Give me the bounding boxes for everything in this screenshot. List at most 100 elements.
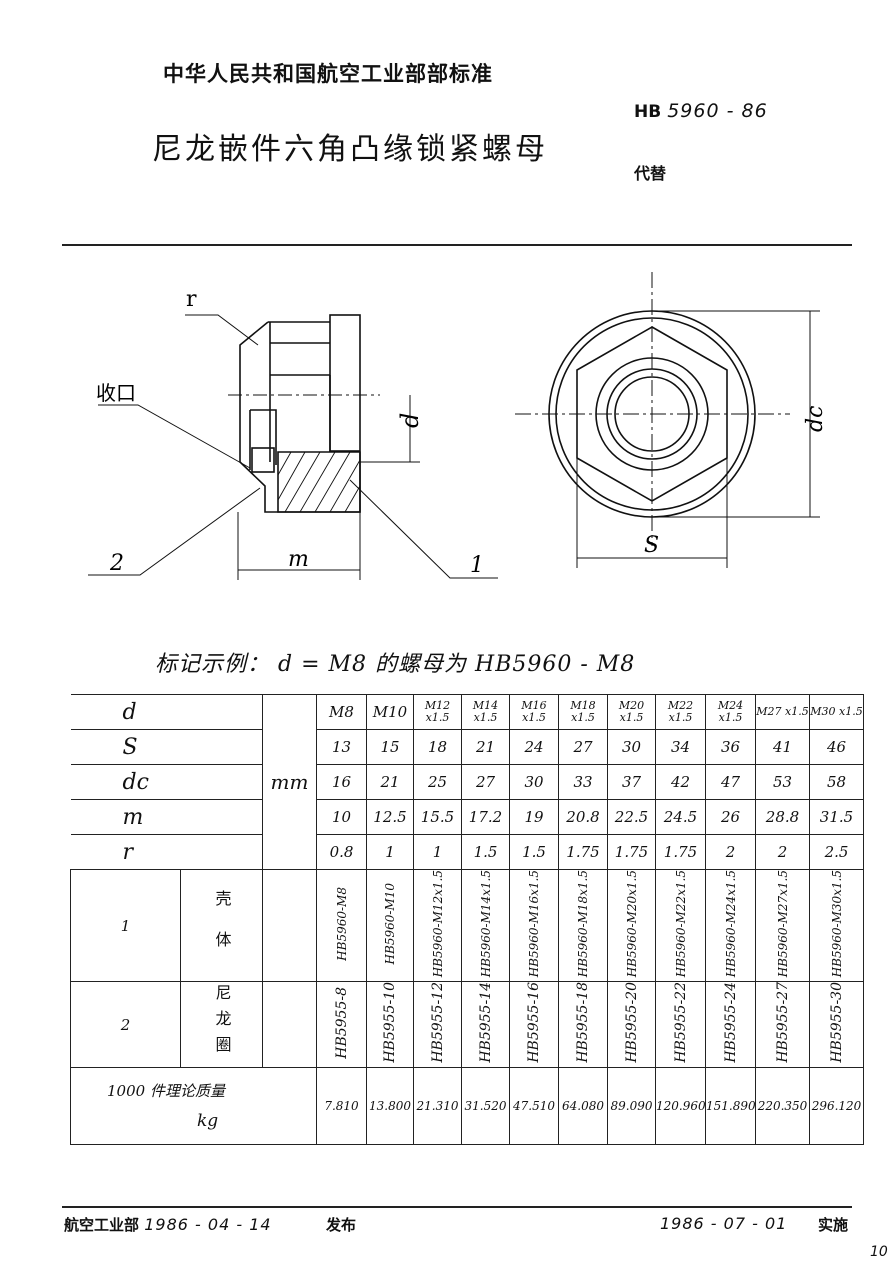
cell-4-3: 1.5	[461, 834, 510, 870]
issue-date: 1986 - 04 - 14	[144, 1215, 272, 1234]
cell-4-8: 2	[705, 834, 756, 870]
part2-cell-1: HB5955-10	[366, 981, 414, 1068]
part1-cell-2: HB5960-M12x1.5	[413, 868, 462, 983]
cell-2-10: 58	[809, 764, 864, 800]
cell-3-7: 24.5	[655, 799, 706, 835]
page-number: 10	[870, 1244, 888, 1260]
footer-issue-word: 发布	[326, 1216, 357, 1234]
cell-0-2: M12 x1.5	[413, 694, 462, 730]
part2-name: 尼龙圈	[212, 983, 232, 1062]
issuing-organization: 中华人民共和国航空工业部部标准	[163, 62, 493, 86]
label-shoukou: 收口	[96, 381, 136, 405]
part2-value-0: HB5955-8	[333, 986, 350, 1059]
cell-3-6: 22.5	[607, 799, 656, 835]
cell-3-4: 19	[509, 799, 559, 835]
mass-cell-6: 89.090	[607, 1066, 656, 1145]
mass-cell-7: 120.960	[655, 1066, 706, 1145]
issuer-name: 航空工业部	[64, 1216, 140, 1234]
mass-cell-3: 31.520	[461, 1066, 510, 1145]
cell-3-8: 26	[705, 799, 756, 835]
row-label-2: dc	[70, 764, 263, 800]
part1-cell-0: HB5960-M8	[316, 868, 367, 983]
row-label-4: r	[70, 834, 263, 870]
label-part-2: 2	[109, 551, 124, 576]
cell-0-3: M14 x1.5	[461, 694, 510, 730]
cell-3-9: 28.8	[755, 799, 810, 835]
part1-value-9: HB5960-M27x1.5	[775, 870, 790, 978]
cell-2-5: 33	[558, 764, 608, 800]
replaces-label: 代替	[634, 164, 667, 183]
cell-0-8: M24 x1.5	[705, 694, 756, 730]
cell-4-1: 1	[366, 834, 414, 870]
cell-2-6: 37	[607, 764, 656, 800]
cell-3-1: 12.5	[366, 799, 414, 835]
part2-number: 2	[70, 981, 181, 1068]
cell-1-1: 15	[366, 729, 414, 765]
part2-unit-blank	[262, 981, 317, 1068]
marking-example: 标记示例： d = M8 的螺母为 HB5960 - M8	[155, 652, 636, 677]
cell-0-4: M16 x1.5	[509, 694, 559, 730]
part2-value-6: HB5955-20	[623, 982, 640, 1063]
part2-cell-9: HB5955-27	[755, 981, 810, 1068]
part1-value-4: HB5960-M16x1.5	[527, 870, 541, 978]
part2-value-5: HB5955-18	[575, 982, 591, 1063]
cell-2-9: 53	[755, 764, 810, 800]
part1-cell-1: HB5960-M10	[366, 868, 414, 983]
part2-value-4: HB5955-16	[526, 982, 542, 1063]
row-label-3: m	[70, 799, 263, 835]
header-rule	[62, 244, 852, 246]
footer-rule	[62, 1206, 852, 1208]
cell-0-0: M8	[316, 694, 367, 730]
part2-value-9: HB5955-27	[774, 982, 791, 1063]
part1-cell-8: HB5960-M24x1.5	[705, 868, 756, 983]
mass-cell-9: 220.350	[755, 1066, 810, 1145]
mass-cell-5: 64.080	[558, 1066, 608, 1145]
mass-cell-8: 151.890	[705, 1066, 756, 1145]
cell-0-9: M27 x1.5	[755, 694, 810, 730]
cell-4-2: 1	[413, 834, 462, 870]
cell-3-3: 17.2	[461, 799, 510, 835]
cell-3-2: 15.5	[413, 799, 462, 835]
part1-value-2: HB5960-M12x1.5	[430, 870, 445, 978]
label-d: d	[396, 413, 424, 428]
footer-impl-word: 实施	[818, 1216, 849, 1234]
cell-4-0: 0.8	[316, 834, 367, 870]
part1-number: 1	[70, 868, 181, 983]
mass-cell-2: 21.310	[413, 1066, 462, 1145]
cell-4-6: 1.75	[607, 834, 656, 870]
cell-1-6: 30	[607, 729, 656, 765]
cell-1-9: 41	[755, 729, 810, 765]
label-m: m	[288, 547, 309, 572]
standard-code: 5960 - 86	[667, 100, 768, 122]
part2-cell-2: HB5955-12	[413, 981, 462, 1068]
cell-2-7: 42	[655, 764, 706, 800]
part2-name-cell: 尼龙圈	[180, 981, 263, 1068]
cell-1-4: 24	[509, 729, 559, 765]
part1-cell-5: HB5960-M18x1.5	[558, 868, 608, 983]
part1-cell-10: HB5960-M30x1.5	[809, 868, 864, 983]
cell-0-10: M30 x1.5	[809, 694, 864, 730]
part1-cell-4: HB5960-M16x1.5	[509, 868, 559, 983]
part1-value-10: HB5960-M30x1.5	[829, 870, 844, 978]
cell-3-5: 20.8	[558, 799, 608, 835]
part1-value-3: HB5960-M14x1.5	[478, 870, 493, 978]
part1-value-1: HB5960-M10	[383, 882, 397, 965]
part2-value-3: HB5955-14	[477, 982, 494, 1063]
part2-cell-5: HB5955-18	[558, 981, 608, 1068]
cell-1-3: 21	[461, 729, 510, 765]
cell-1-8: 36	[705, 729, 756, 765]
cell-0-5: M18 x1.5	[558, 694, 608, 730]
cell-1-0: 13	[316, 729, 367, 765]
part2-value-10: HB5955-30	[828, 982, 845, 1063]
cell-2-3: 27	[461, 764, 510, 800]
cell-4-5: 1.75	[558, 834, 608, 870]
cell-1-10: 46	[809, 729, 864, 765]
label-dc: dc	[803, 406, 828, 432]
mass-cell-0: 7.810	[316, 1066, 367, 1145]
part1-name-cell: 壳 体	[180, 868, 263, 983]
part2-cell-3: HB5955-14	[461, 981, 510, 1068]
cell-2-8: 47	[705, 764, 756, 800]
